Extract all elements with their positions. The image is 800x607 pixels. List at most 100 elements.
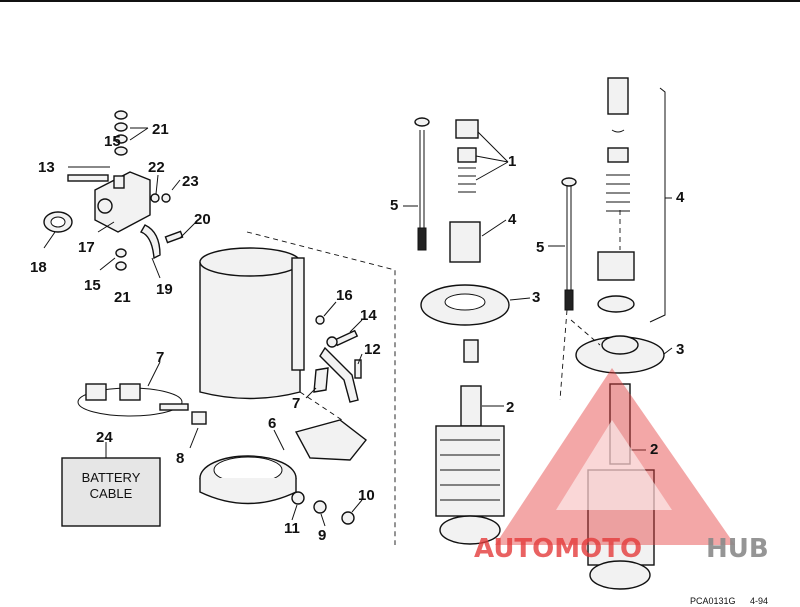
battery-label-line2: CABLE [90,486,133,501]
stop-cylinder-4 [607,77,629,115]
callout-2b: 2 [650,441,658,458]
callout-19: 19 [156,281,173,298]
spring-4 [606,174,630,212]
watermark-text-auto: AUTOMOTO [474,534,642,564]
callout-13: 13 [38,159,55,176]
callout-15: 15 [104,133,121,150]
small-hardware-group [313,315,362,403]
leader-15b [99,257,116,271]
armature-lamination-lines [440,439,500,501]
leader-19 [151,257,161,279]
callout-1: 1 [508,153,516,170]
brush-screw [159,403,189,411]
leader-7b [305,387,317,399]
leader-3b [663,347,673,355]
through-bolt-5-thread [417,227,427,251]
washer-22 [150,193,160,203]
through-bolt-5-right-head [561,177,577,187]
callout-22: 22 [148,159,165,176]
callout-5a: 5 [390,197,398,214]
solenoid-terminal [97,198,113,214]
callout-18: 18 [30,259,47,276]
end-cap-side [199,478,297,505]
nut-21-top [114,110,128,120]
callout-23: 23 [182,173,199,190]
nut-lower [114,146,128,156]
brush-lead-7 [319,346,359,403]
callouts: 21 15 13 22 23 20 17 18 15 21 19 16 14 1… [30,121,685,544]
watermark-triangle-inner [556,420,672,510]
end-cap-group [199,455,297,505]
leader-11 [291,504,298,521]
bracket-3-right-boss [601,335,639,355]
nut-21-lower [115,261,127,271]
page-ref: 4-94 [750,596,768,606]
leader-1 [475,131,509,181]
washer-11 [291,491,305,505]
leader-23 [171,179,181,191]
washer-15-mid [114,134,128,144]
frame-strap [291,257,305,371]
callout-10: 10 [358,487,375,504]
drive-gear-4 [449,221,481,263]
armature-shaft-2 [460,385,482,427]
frame-top-opening [199,247,301,277]
solenoid-post [113,175,125,189]
callout-2a: 2 [506,399,514,416]
bracket-3-bore [444,293,486,311]
armature-shaft-top [463,339,479,363]
battery-cable-box [61,457,161,527]
callout-3b: 3 [676,341,684,358]
washer-16 [315,315,325,325]
callout-5b: 5 [536,239,544,256]
assembly-outline [246,231,396,545]
brush-right [119,383,141,401]
leader-15-21 [129,127,149,141]
armature-windings-2 [435,425,505,517]
leader-20 [179,221,197,239]
washer-15-lower [115,248,127,258]
callout-3a: 3 [532,289,540,306]
retaining-clip-4 [611,129,625,133]
nut-10 [341,511,355,525]
leader-4a [481,219,507,237]
leader-22 [155,174,159,195]
washer-15-top [114,122,128,132]
leader-6 [273,429,285,451]
leader-12 [357,353,363,365]
callout-21b: 21 [114,289,131,306]
spring-1 [458,167,476,193]
callout-8: 8 [176,450,184,467]
callout-17: 17 [78,239,95,256]
screw-14-head [326,336,338,348]
callout-20: 20 [194,211,211,228]
stop-nut-1 [455,119,479,139]
bracket-19 [139,224,161,260]
terminal-8 [191,411,207,425]
through-bolt-5-right-thread [564,289,574,311]
callout-9: 9 [318,527,326,544]
screw-14 [333,329,359,347]
watermark-logo: AUTOMOTO HUB [474,368,769,564]
leader-lines [43,127,673,527]
leader-8 [189,427,199,449]
figure-code: PCA0131G [690,596,736,606]
screw-12 [354,359,362,379]
leader-18 [43,231,56,249]
collar-4 [607,147,629,163]
leader-10 [351,499,363,513]
solenoid-group [43,110,184,271]
drive-column-middle [414,117,510,545]
brush-plate-group [77,383,207,425]
callout-15b: 15 [84,277,101,294]
callout-4a: 4 [508,211,517,228]
brush-holder-6 [294,419,367,461]
commutator-right [589,560,651,590]
thrust-washer-4 [597,295,635,313]
solenoid-body-17 [94,171,151,233]
collar-1 [457,147,477,163]
callout-7a: 7 [156,349,164,366]
leader-17 [97,221,115,233]
bracket-group-4 [649,87,666,323]
